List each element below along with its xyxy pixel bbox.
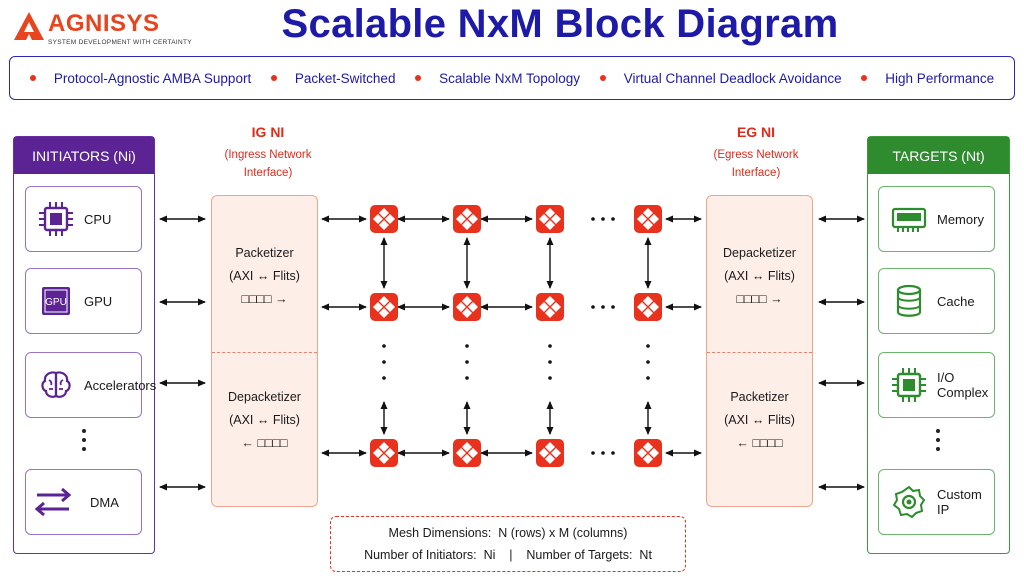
eg-ni-title: EG NI <box>736 124 776 140</box>
ni-stage-desc: (AXI ↔ Flits) <box>724 269 795 283</box>
feature-bar: Protocol-Agnostic AMBA Support Packet-Sw… <box>9 56 1015 100</box>
ig-ni-title: IG NI <box>251 124 285 140</box>
feature-item: Virtual Channel Deadlock Avoidance <box>599 70 842 86</box>
ig-depacketizer[interactable]: Depacketizer (AXI ↔ Flits) ← □□□□ <box>212 386 317 455</box>
mesh-info-box: Mesh Dimensions: N (rows) x M (columns) … <box>330 516 686 572</box>
router-node-icon[interactable] <box>634 205 662 233</box>
router-node-icon[interactable] <box>536 439 564 467</box>
router-node-icon[interactable] <box>370 293 398 321</box>
router-node-icon[interactable] <box>453 439 481 467</box>
initiator-dma[interactable]: DMA <box>25 469 142 535</box>
feature-item: High Performance <box>861 71 994 86</box>
ni-stage-desc: (AXI ↔ Flits) <box>229 269 300 283</box>
bullet-icon <box>861 75 868 81</box>
target-label: I/O Complex <box>937 370 989 400</box>
bullet-icon <box>270 75 277 81</box>
target-cache[interactable]: Cache <box>878 268 995 334</box>
feature-label: Packet-Switched <box>294 70 396 86</box>
ni-stage-name: Packetizer <box>235 246 294 260</box>
brain-icon <box>41 371 71 398</box>
brand-name: AGNISYS <box>48 10 160 37</box>
more-targets-dots <box>934 429 942 451</box>
ni-divider <box>212 352 317 353</box>
bullet-icon <box>599 75 606 81</box>
ig-ni-subtitle-line: Interface) <box>243 167 293 179</box>
feature-label: High Performance <box>885 70 995 86</box>
ig-ni-block: Packetizer (AXI ↔ Flits) □□□□ → Depacket… <box>211 195 318 507</box>
ni-divider <box>707 352 812 353</box>
router-node-icon[interactable] <box>634 293 662 321</box>
eg-depacketizer[interactable]: Depacketizer (AXI ↔ Flits) □□□□ → <box>707 242 812 311</box>
router-node-icon[interactable] <box>370 205 398 233</box>
cpu-chip-icon <box>39 202 73 236</box>
router-node-icon[interactable] <box>536 293 564 321</box>
feature-label: Protocol-Agnostic AMBA Support <box>53 70 252 86</box>
gpu-icon: GPU <box>42 287 70 315</box>
initiator-label: DMA <box>90 494 119 510</box>
mesh-dimensions-text: Mesh Dimensions: N (rows) x M (columns) <box>388 526 628 540</box>
eg-ni-subtitle-line: (Egress Network <box>713 149 799 161</box>
feature-label: Virtual Channel Deadlock Avoidance <box>623 70 842 86</box>
eg-ni-subtitle-line: Interface) <box>731 167 781 179</box>
ig-ni-subtitle: (Ingress Network Interface) <box>200 146 336 182</box>
ni-flits: ← □□□□ <box>241 436 288 450</box>
feature-label: Scalable NxM Topology <box>439 70 580 86</box>
page-title: Scalable NxM Block Diagram <box>281 2 839 46</box>
ig-ni-subtitle-line: (Ingress Network <box>224 149 312 161</box>
transfer-arrows-icon <box>34 487 72 517</box>
eg-packetizer[interactable]: Packetizer (AXI ↔ Flits) ← □□□□ <box>707 386 812 455</box>
router-node-icon[interactable] <box>453 293 481 321</box>
chip-icon <box>892 368 926 402</box>
target-label: Cache <box>937 293 975 309</box>
target-memory[interactable]: Memory <box>878 186 995 252</box>
initiator-accelerators[interactable]: Accelerators <box>25 352 156 418</box>
brand-tagline: SYSTEM DEVELOPMENT WITH CERTAINTY <box>48 39 192 46</box>
agnisys-logo: AGNISYS SYSTEM DEVELOPMENT WITH CERTAINT… <box>12 8 212 52</box>
bullet-icon <box>29 75 36 81</box>
ig-packetizer[interactable]: Packetizer (AXI ↔ Flits) □□□□ → <box>212 242 317 311</box>
feature-item: Packet-Switched <box>270 70 396 86</box>
ni-stage-desc: (AXI ↔ Flits) <box>724 413 795 427</box>
eg-ni-block: Depacketizer (AXI ↔ Flits) □□□□ → Packet… <box>706 195 813 507</box>
memory-module-icon <box>891 207 927 232</box>
ni-stage-name: Depacketizer <box>228 390 301 404</box>
database-icon <box>896 284 922 317</box>
router-node-icon[interactable] <box>370 439 398 467</box>
initiator-label: CPU <box>84 211 112 227</box>
feature-item: Protocol-Agnostic AMBA Support <box>29 70 252 86</box>
more-initiators-dots <box>80 429 88 451</box>
mesh-counts-text: Number of Initiators: Ni | Number of Tar… <box>364 548 652 562</box>
target-io-complex[interactable]: I/O Complex <box>878 352 995 418</box>
target-label: Memory <box>937 211 984 227</box>
gear-icon <box>892 485 926 519</box>
targets-panel: TARGETS (Nt) <box>867 136 1010 554</box>
initiators-panel: INITIATORS (Ni) <box>13 136 155 554</box>
router-node-icon[interactable] <box>634 439 662 467</box>
bullet-icon <box>415 75 422 81</box>
target-label: Custom IP <box>937 487 982 517</box>
targets-title: TARGETS (Nt) <box>868 137 1009 174</box>
gpu-icon-text: GPU <box>45 297 67 308</box>
initiator-label: GPU <box>84 293 113 309</box>
initiator-cpu[interactable]: CPU <box>25 186 142 252</box>
router-node-icon[interactable] <box>536 205 564 233</box>
target-custom-ip[interactable]: Custom IP <box>878 469 995 535</box>
ni-stage-desc: (AXI ↔ Flits) <box>229 413 300 427</box>
router-node-icon[interactable] <box>453 205 481 233</box>
ni-flits: □□□□ → <box>241 292 288 306</box>
ni-flits: □□□□ → <box>736 292 783 306</box>
logo-mark-icon <box>14 12 44 40</box>
eg-ni-subtitle: (Egress Network Interface) <box>688 146 824 182</box>
initiator-gpu[interactable]: GPU GPU <box>25 268 142 334</box>
initiator-label: Accelerators <box>84 377 157 393</box>
ni-flits: ← □□□□ <box>736 436 783 450</box>
feature-item: Scalable NxM Topology <box>415 71 580 86</box>
initiators-title: INITIATORS (Ni) <box>14 137 154 174</box>
ni-stage-name: Depacketizer <box>723 246 796 260</box>
ni-stage-name: Packetizer <box>730 390 789 404</box>
